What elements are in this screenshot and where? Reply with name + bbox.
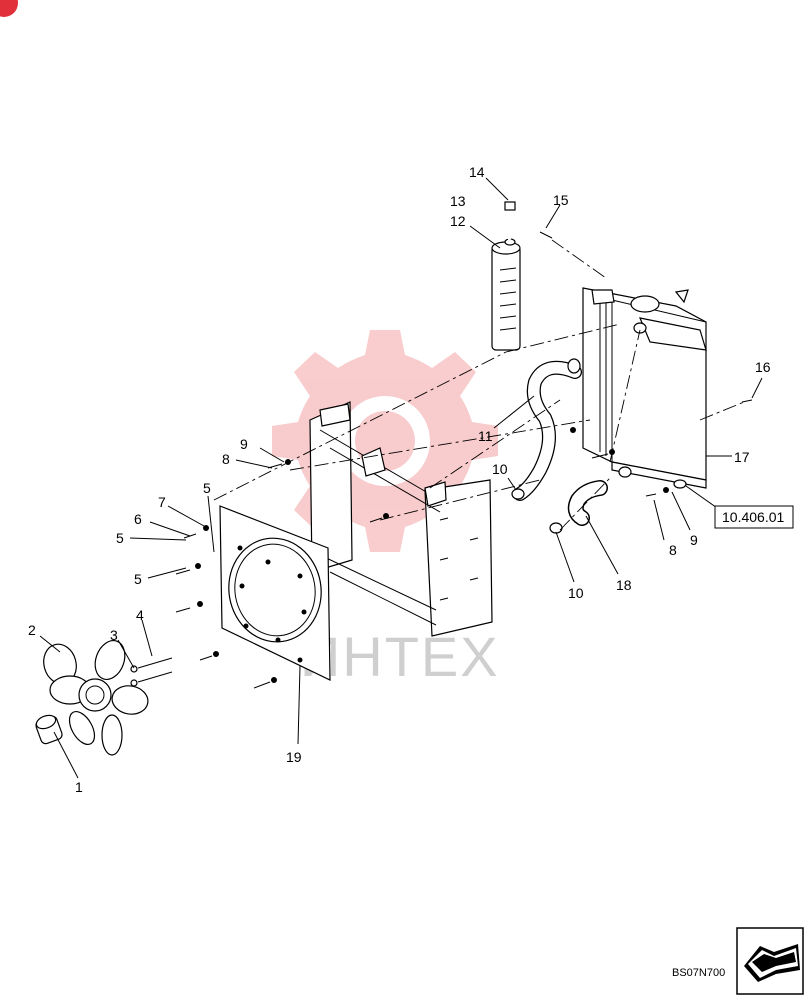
callout-6: 6 (134, 511, 142, 527)
callout-8-upper: 8 (222, 451, 230, 467)
corner-badge-icon (0, 0, 18, 17)
fan-shroud (219, 505, 331, 681)
lower-hose (549, 466, 632, 534)
expansion-tank (491, 238, 521, 351)
next-page-arrow-icon[interactable] (736, 927, 804, 995)
fan (35, 640, 149, 756)
callout-11: 11 (478, 428, 493, 444)
callout-8-lower: 8 (669, 542, 677, 558)
callout-10-lower: 10 (568, 585, 584, 601)
callout-1: 1 (75, 779, 83, 795)
callout-17: 17 (734, 449, 750, 465)
fan-bolts (130, 657, 173, 687)
hardware (175, 399, 753, 689)
callout-13: 13 (450, 193, 466, 209)
callout-16: 16 (755, 359, 771, 375)
radiator (582, 287, 707, 489)
overflow-hose (501, 201, 553, 241)
callout-14: 14 (469, 164, 485, 180)
callout-18: 18 (616, 577, 632, 593)
callout-9-lower: 9 (690, 532, 698, 548)
callout-15: 15 (553, 192, 569, 208)
leader-lines (39, 177, 763, 779)
watermark-text: ИНТЕХ (300, 625, 500, 688)
drawing-code: BS07N700 (672, 967, 725, 979)
callout-labels: 14 15 13 12 16 11 17 9 8 10 7 5 6 5 5 8 … (28, 164, 771, 795)
callout-19: 19 (286, 749, 302, 765)
callout-10-upper: 10 (492, 461, 508, 477)
callout-9-upper: 9 (240, 436, 248, 452)
upper-hose (511, 358, 582, 501)
callout-5-low: 5 (134, 571, 142, 587)
radiator-frame (309, 401, 493, 637)
alignment-lines (213, 239, 745, 531)
callout-5-mid: 5 (116, 530, 124, 546)
callout-3: 3 (110, 627, 118, 643)
callout-7: 7 (158, 494, 166, 510)
callout-4: 4 (136, 607, 144, 623)
reference-box[interactable]: 10.406.01 (714, 505, 794, 529)
callout-2: 2 (28, 622, 36, 638)
callout-12: 12 (450, 213, 466, 229)
callout-5-top: 5 (203, 480, 211, 496)
reference-box-text: 10.406.01 (722, 509, 784, 525)
